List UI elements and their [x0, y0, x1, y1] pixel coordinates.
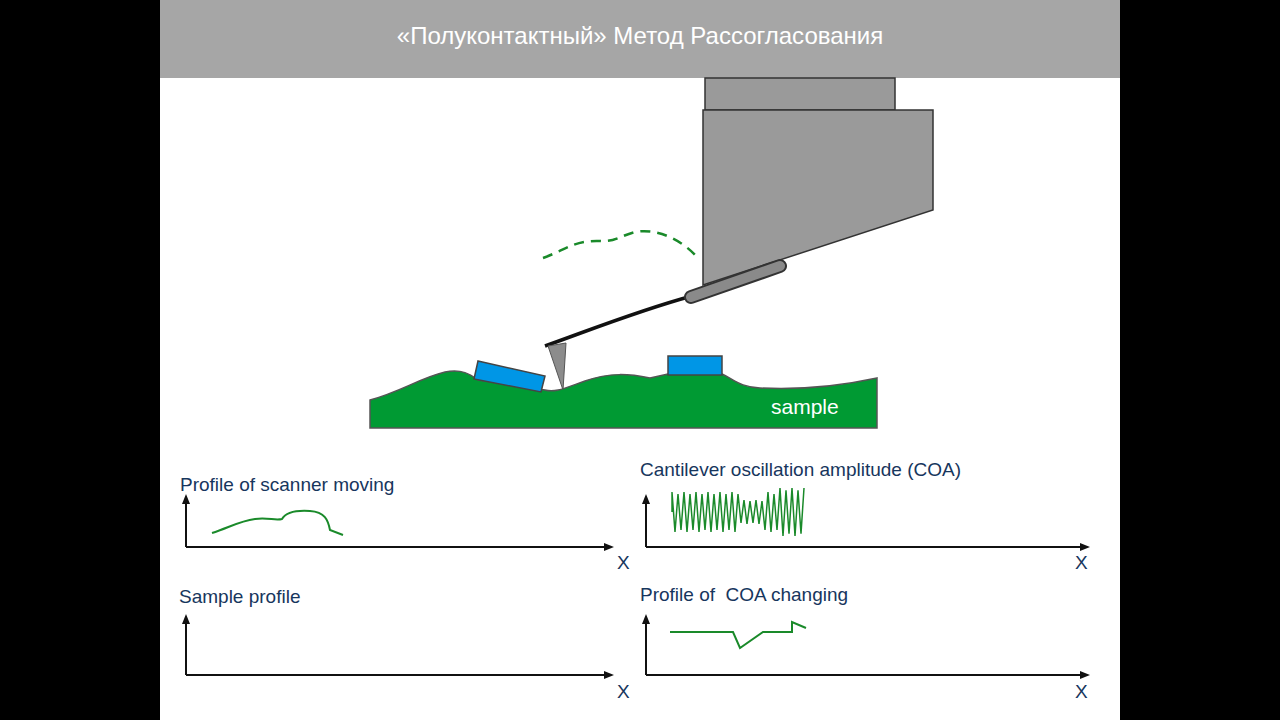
chart-title: Cantilever oscillation amplitude (COA)	[640, 459, 961, 481]
axis-label: X	[617, 552, 630, 574]
axis-label: X	[617, 681, 630, 703]
sample-label: sample	[771, 395, 839, 419]
chart-title: Sample profile	[179, 586, 300, 608]
slide: «Полуконтактный» Метод Рассогласования sa…	[160, 0, 1120, 720]
slide-title: «Полуконтактный» Метод Рассогласования	[397, 22, 883, 50]
axis-label: X	[1075, 552, 1088, 574]
chart-title: Profile of scanner moving	[180, 474, 394, 496]
axis-label: X	[1075, 681, 1088, 703]
chart-title: Profile of COA changing	[640, 584, 848, 606]
